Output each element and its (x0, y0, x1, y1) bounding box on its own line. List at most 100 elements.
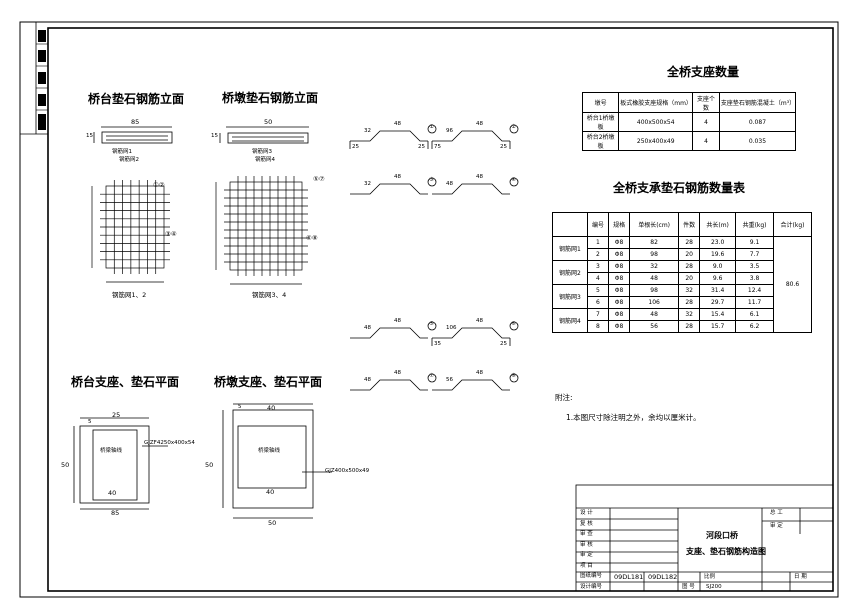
rebar-cell: 3.5 (735, 260, 775, 273)
rebar-cell: 6.2 (735, 320, 775, 333)
bar-top-dim: 48 (394, 174, 401, 180)
bar-left-dim: 48 (364, 325, 371, 331)
bar-left-dim: 106 (446, 325, 457, 331)
bar-top-dim: 48 (394, 318, 401, 324)
dim-abut-plan-w: 85 (111, 509, 120, 517)
label-mesh-1: 钢筋网1 (112, 149, 132, 155)
bar-shape-6 (432, 183, 510, 195)
title-block-label: 审 定 (580, 552, 593, 558)
rebar-cell: 32 (678, 284, 701, 297)
bar-shape-1 (350, 130, 428, 142)
bar-end-right: 25 (418, 144, 425, 150)
bearing-table-title: 全桥支座数量 (667, 65, 740, 79)
rebar-group-name: 钢筋网4 (552, 308, 588, 333)
title-scale: 比例 (704, 574, 716, 580)
bar-number: ⑤ (429, 321, 434, 327)
bar-number: ① (429, 124, 434, 130)
dim-abut-height: 15 (86, 133, 93, 139)
label-mesh-12: 钢筋网1、2 (112, 291, 147, 299)
bar-left-dim: 96 (446, 128, 453, 134)
bar-top-dim: 48 (394, 370, 401, 376)
title-sheet-label: 图 号 (682, 584, 695, 590)
label-mesh-4: 钢筋网4 (255, 157, 275, 163)
rebar-cell: 98 (629, 284, 680, 297)
bearing-th-3: 支座垫石钢筋混凝土（m³） (718, 92, 797, 113)
rebar-cell: 15.7 (699, 320, 737, 333)
pier-mesh (215, 176, 308, 285)
bearing-cell: 0.087 (718, 112, 797, 132)
bar-shape-3 (350, 327, 428, 339)
rebar-cell: 15.4 (699, 308, 737, 321)
bar-end-left: 75 (434, 144, 441, 150)
rebar-cell: 19.6 (699, 248, 737, 261)
title-block (575, 484, 834, 592)
mark-34: ③④ (165, 230, 177, 238)
bar-left-dim: 32 (364, 128, 371, 134)
bearing-cell: 桥台1桥墩板 (581, 112, 620, 132)
rebar-cell: 7 (586, 308, 610, 321)
title-block-label: 审 查 (580, 531, 593, 537)
abut-bearing-spec: GJZF4250x400x54 (144, 440, 195, 446)
bar-number: ⑦ (429, 373, 434, 379)
title-block-label: 项 目 (580, 562, 593, 569)
notes-heading: 附注: (555, 393, 573, 402)
bearing-th-0: 墩号 (581, 92, 620, 113)
bar-top-dim: 48 (476, 174, 483, 180)
bar-shape-2 (350, 183, 428, 195)
rebar-cell: Φ8 (608, 272, 631, 285)
bearing-table: 墩号 板式橡胶支座规格（mm） 支座个数 支座垫石钢筋混凝土（m³） 桥台1桥墩… (581, 92, 797, 151)
dim-pier-plan-inner-top: 40 (267, 404, 276, 412)
bar-top-dim: 48 (476, 318, 483, 324)
rebar-cell: Φ8 (608, 260, 631, 273)
rebar-cell: 11.7 (735, 296, 775, 309)
bar-end-left: 35 (434, 341, 441, 347)
rebar-cell: 1 (586, 236, 610, 249)
dim-abut-plan-h: 50 (61, 461, 70, 469)
bar-shape-7 (432, 327, 510, 339)
title-drawing-no: SJ200 (706, 584, 722, 590)
bearing-cell: 4 (692, 131, 720, 151)
bar-number-circle (427, 124, 437, 134)
title-date: 日 期 (794, 574, 807, 580)
rebar-cell: 9.0 (699, 260, 737, 273)
abutment-mesh (91, 180, 170, 283)
bar-end-right: 25 (500, 341, 507, 347)
rebar-cell: 6 (586, 296, 610, 309)
rebar-table-title: 全桥支承垫石钢筋数量表 (613, 181, 746, 195)
rebar-group-name: 钢筋网2 (552, 260, 588, 285)
abut-plan-center: 桥梁轴线 (100, 448, 123, 454)
rebar-cell: 48 (629, 272, 680, 285)
rebar-cell: 6.1 (735, 308, 775, 321)
bar-end-right: 25 (500, 144, 507, 150)
bar-top-dim: 48 (476, 370, 483, 376)
rebar-th-2: 规格 (608, 212, 631, 237)
dim-abut-plan-inner: 40 (108, 489, 117, 497)
rebar-cell: Φ8 (608, 284, 631, 297)
bearing-cell: 桥台2桥墩板 (581, 131, 620, 151)
bearing-cell: 4 (692, 112, 720, 132)
pier-plan-center: 桥梁轴线 (258, 448, 281, 454)
bar-shape-4 (350, 379, 428, 391)
rebar-cell: 2 (586, 248, 610, 261)
bar-end-left: 25 (352, 144, 359, 150)
outer-frame (19, 21, 839, 598)
bar-shapes (349, 124, 519, 391)
notes-item-1: 1.本图尺寸除注明之外，余均以厘米计。 (566, 413, 701, 422)
bearing-cell: 0.035 (718, 131, 797, 151)
pier-bearing-spec: GJZ400x500x49 (325, 468, 370, 474)
inner-frame (47, 27, 834, 592)
dim-pier-width: 50 (264, 118, 273, 126)
dim-abut-width: 85 (131, 118, 140, 126)
rebar-cell: 7.7 (735, 248, 775, 261)
rebar-cell: 9.1 (735, 236, 775, 249)
bar-number: ② (511, 124, 516, 130)
rebar-cell: 98 (629, 248, 680, 261)
bearing-cell: 400x500x54 (618, 112, 694, 132)
